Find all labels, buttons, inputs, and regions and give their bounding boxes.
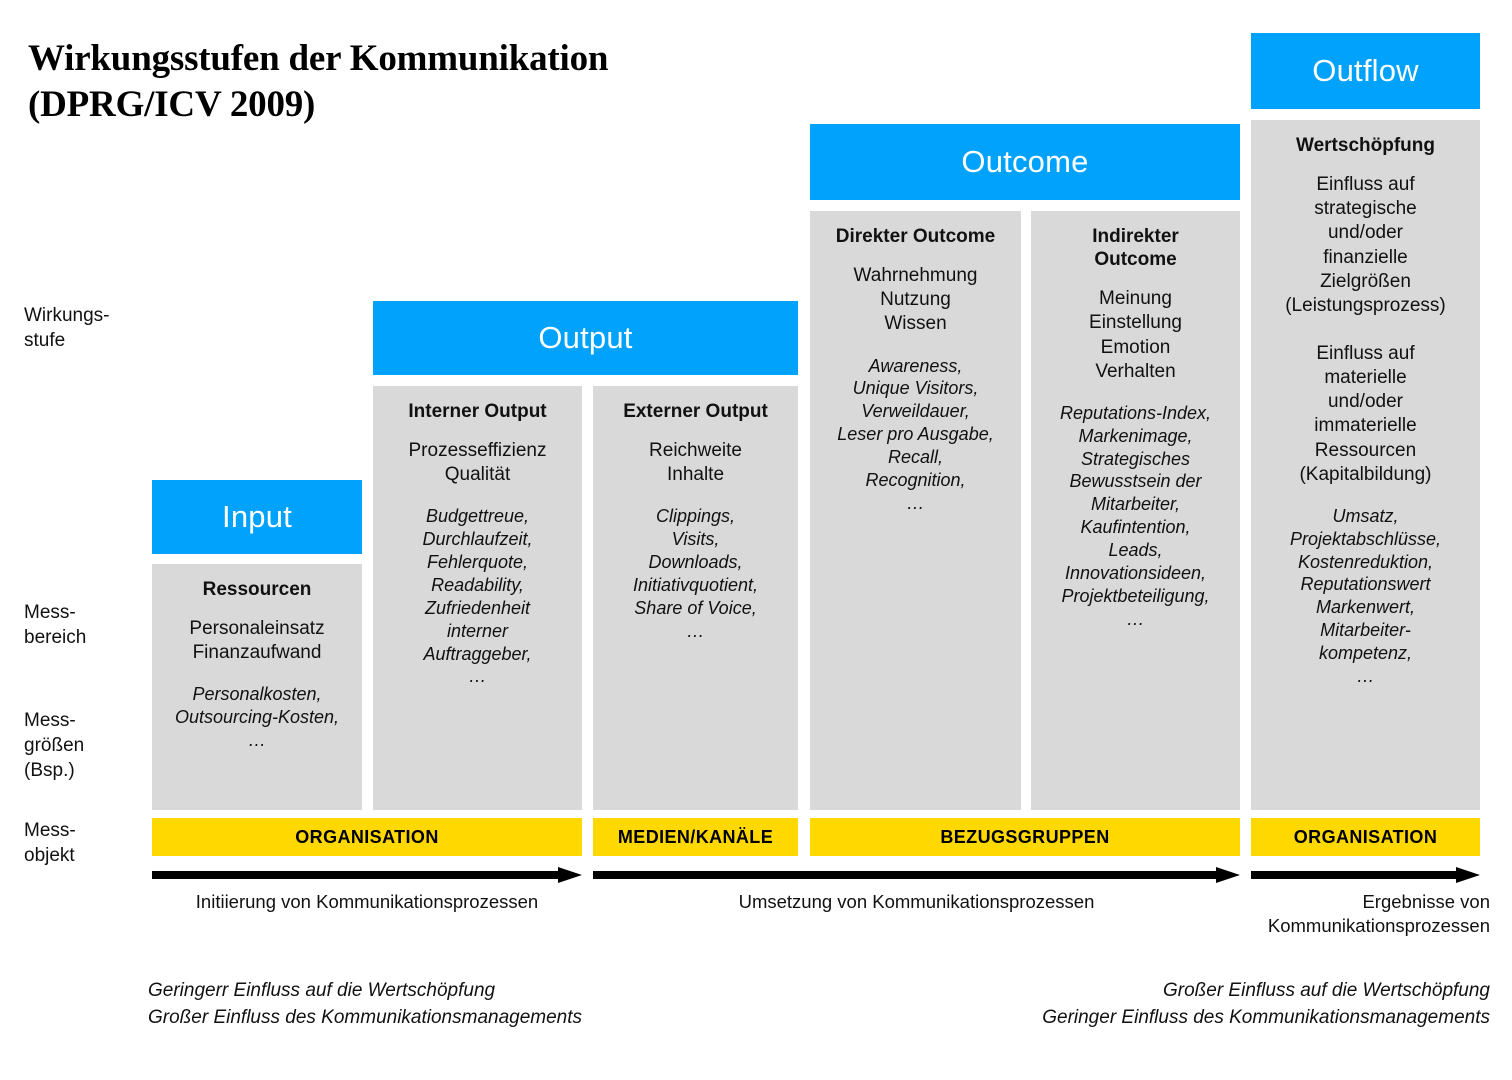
footnote-right: Großer Einfluss auf die Wertschöpfung Ge… xyxy=(1042,980,1490,1028)
measure-box-title: Direkter Outcome xyxy=(835,226,996,247)
measure-box-title: Wertschöpfung xyxy=(1296,135,1435,156)
measure-box-areas: Reichweite Inhalte xyxy=(649,440,742,486)
page-title: Wirkungsstufen der Kommunikation (DPRG/I… xyxy=(28,38,609,125)
axis-label-messobjekt: Mess- objekt xyxy=(24,820,76,867)
arrow-right-icon xyxy=(1251,867,1480,883)
process-arrow-initiierung xyxy=(152,866,582,884)
stage-header-output[interactable]: Output xyxy=(373,301,798,375)
measure-box-metrics: Personalkosten, Outsourcing-Kosten, … xyxy=(174,684,340,751)
arrow-right-icon xyxy=(593,867,1240,883)
stage-header-outflow[interactable]: Outflow xyxy=(1251,33,1480,109)
axis-label-messbereich: Mess- bereich xyxy=(24,602,87,649)
measure-box-metrics: Clippings, Visits, Downloads, Initiativq… xyxy=(632,506,759,641)
measure-box-title: Externer Output xyxy=(623,401,768,422)
measure-box-areas: Personaleinsatz Finanzaufwand xyxy=(189,618,325,664)
measure-box-interner-output: Interner Output Prozesseffizienz Qualitä… xyxy=(373,386,582,810)
process-arrow-caption-umsetzung: Umsetzung von Kommunikationsprozessen xyxy=(738,891,1095,912)
measure-box-title: Indirekter Outcome xyxy=(1092,226,1179,271)
process-arrow-caption-initiierung: Initiierung von Kommunikationsprozessen xyxy=(195,891,539,912)
measure-box-title: Ressourcen xyxy=(202,579,312,600)
arrow-right-icon xyxy=(152,867,582,883)
measure-box-metrics: Reputations-Index, Markenimage, Strategi… xyxy=(1059,402,1212,629)
measure-box-metrics: Awareness, Unique Visitors, Verweildauer… xyxy=(837,355,994,513)
measure-box-ressourcen: Ressourcen Personaleinsatz Finanzaufwand… xyxy=(152,564,362,810)
measure-box-metrics: Budgettreue, Durchlaufzeit, Fehlerquote,… xyxy=(422,506,533,687)
measure-box-wertschoepfung: Wertschöpfung Einfluss auf strategische … xyxy=(1251,120,1480,810)
axis-label-messgroessen: Mess- größen (Bsp.) xyxy=(24,710,85,782)
measure-box-indirekter-outcome: Indirekter Outcome Meinung Einstellung E… xyxy=(1031,211,1240,810)
object-bar-bezugsgruppen[interactable]: BEZUGSGRUPPEN xyxy=(810,818,1240,856)
axis-label-wirkungsstufe: Wirkungs- stufe xyxy=(24,305,110,352)
measure-box-areas: Prozesseffizienz Qualität xyxy=(408,440,547,486)
footnote-left: Geringerr Einfluss auf die Wertschöpfung… xyxy=(148,980,583,1028)
process-arrow-umsetzung xyxy=(593,866,1240,884)
stage-header-outcome[interactable]: Outcome xyxy=(810,124,1240,200)
measure-box-areas: Meinung Einstellung Emotion Verhalten xyxy=(1089,288,1182,382)
measure-box-title: Interner Output xyxy=(408,401,547,422)
process-arrow-caption-ergebnisse: Ergebnisse von Kommunikationsprozessen xyxy=(1267,891,1490,937)
object-bar-medien-kanaele[interactable]: MEDIEN/KANÄLE xyxy=(593,818,798,856)
stage-header-input[interactable]: Input xyxy=(152,480,362,554)
measure-box-areas: Wahrnehmung Nutzung Wissen xyxy=(853,265,978,335)
object-bar-organisation-right[interactable]: ORGANISATION xyxy=(1251,818,1480,856)
measure-box-metrics: Umsatz, Projektabschlüsse, Kostenredukti… xyxy=(1289,505,1442,686)
object-bar-organisation-left[interactable]: ORGANISATION xyxy=(152,818,582,856)
process-arrow-ergebnisse xyxy=(1251,866,1480,884)
measure-box-areas: Einfluss auf strategische und/oder finan… xyxy=(1285,174,1446,485)
measure-box-externer-output: Externer Output Reichweite Inhalte Clipp… xyxy=(593,386,798,810)
measure-box-direkter-outcome: Direkter Outcome Wahrnehmung Nutzung Wis… xyxy=(810,211,1021,810)
